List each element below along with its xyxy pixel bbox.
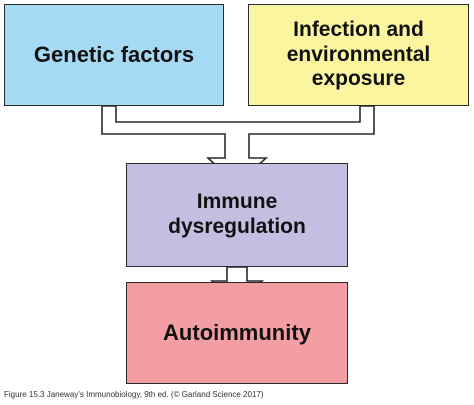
infection-line-2: environmental (286, 42, 431, 66)
autoimmunity-line-1: Autoimmunity (163, 320, 311, 346)
infection-line-3: exposure (311, 67, 406, 91)
infection-line-1: Infection and (293, 17, 424, 41)
genetic-factors-box: Genetic factors (4, 4, 224, 106)
infection-environmental-exposure-box: Infection and environmental exposure (248, 4, 469, 106)
dysregulation-line-1: Immune (196, 190, 278, 214)
dysregulation-line-2: dysregulation (168, 215, 306, 238)
merge-arrow (101, 105, 375, 187)
immune-dysregulation-box: Immune dysregulation (126, 163, 348, 267)
genetic-factors-line-1: Genetic factors (33, 42, 195, 68)
figure-caption: Figure 15.3 Janeway’s Immunobiology, 9th… (4, 390, 264, 399)
autoimmunity-box: Autoimmunity (126, 282, 348, 384)
